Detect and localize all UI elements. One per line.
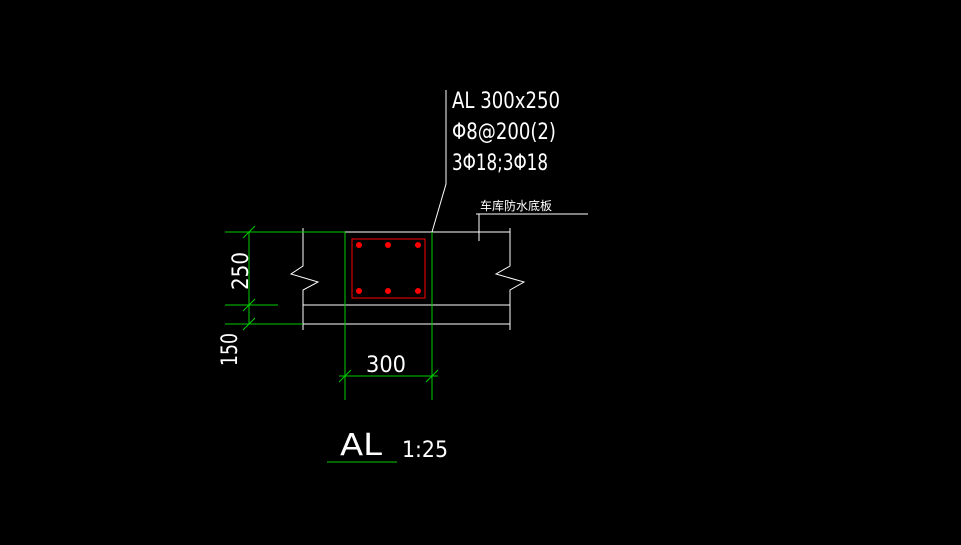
beam-annotation-leader bbox=[431, 90, 447, 233]
rebar-top-3 bbox=[415, 242, 421, 248]
annotation-beam-size: AL 300x250 bbox=[452, 89, 560, 114]
rebar-bottom-3 bbox=[415, 288, 421, 294]
annotation-main-rebar: 3Φ18;3Φ18 bbox=[452, 151, 548, 176]
slab-label-leader bbox=[476, 213, 588, 241]
rebar-top-2 bbox=[385, 242, 391, 248]
rebar-top bbox=[356, 242, 421, 248]
annotation-stirrup: Φ8@200(2) bbox=[452, 120, 556, 145]
stirrup bbox=[351, 238, 426, 299]
rebar-top-1 bbox=[356, 242, 362, 248]
rebar-bottom-1 bbox=[356, 288, 362, 294]
section-title-scale: 1:25 bbox=[402, 438, 448, 463]
dim-height-150: 150 bbox=[218, 333, 243, 366]
dim-width-300: 300 bbox=[366, 353, 406, 378]
section-title-name: AL bbox=[340, 428, 382, 463]
slab-label: 车库防水底板 bbox=[480, 198, 552, 213]
rebar-bottom bbox=[356, 288, 421, 294]
dim-height-250: 250 bbox=[229, 252, 254, 290]
dimension-vertical bbox=[225, 225, 345, 331]
dimension-horizontal bbox=[338, 232, 439, 400]
rebar-bottom-2 bbox=[385, 288, 391, 294]
